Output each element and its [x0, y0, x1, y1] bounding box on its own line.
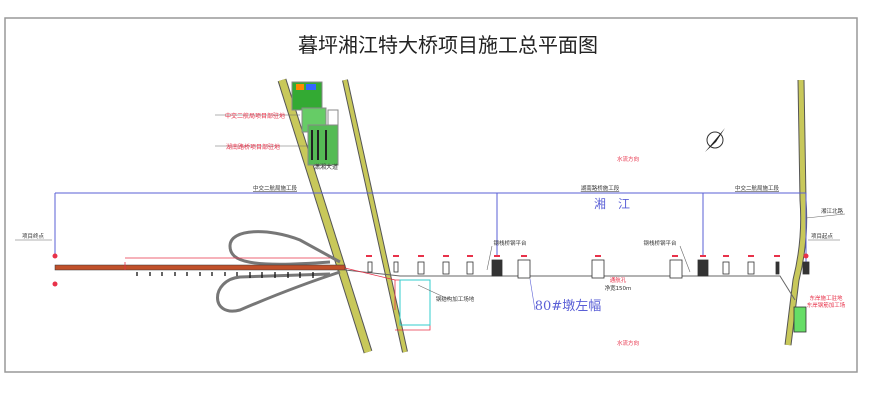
west-piers — [136, 272, 314, 278]
label-camp-cccc: 中交二航局项目部驻地 — [225, 112, 285, 120]
ramp-loop-south — [216, 270, 341, 313]
label-road-xiaoxiang: 潇湘大道 — [314, 163, 338, 171]
label-start-point: 项目起点 — [811, 233, 834, 240]
label-east-camp-2: 东岸钢筋加工场 — [807, 301, 846, 309]
diagram-title: 暮坪湘江特大桥项目施工总平面图 — [298, 33, 598, 57]
project-camp — [291, 81, 339, 166]
ramp-loop-north — [228, 230, 341, 266]
section-boundary-line — [54, 192, 807, 262]
label-end-point: 项目终点 — [22, 232, 45, 240]
river-piers — [367, 259, 810, 279]
pier-markers — [52, 253, 809, 287]
label-nav-width: 净宽150m — [605, 284, 632, 292]
label-flow-top: 水流方向 — [617, 155, 639, 163]
label-trestle-1: 钢栈桥钢平台 — [493, 239, 527, 247]
label-river: 湘 江 — [594, 196, 630, 211]
label-flow-bottom: 水流方向 — [617, 339, 639, 347]
road-right — [785, 79, 807, 346]
drawing-border — [4, 17, 858, 373]
bridge-deck-river — [344, 269, 796, 301]
north-arrow-icon — [705, 128, 725, 152]
label-nav-span: 通航孔 — [610, 276, 627, 284]
label-section-mid: 湖南路桥施工段 — [581, 184, 620, 192]
label-section-left: 中交二航局施工段 — [253, 184, 298, 192]
label-camp-hunan: 湖南路桥项目部驻地 — [226, 143, 280, 151]
bridge-deck-west — [54, 264, 346, 271]
road-xiaoxiang — [278, 78, 372, 354]
label-road-right: 湘江北路 — [821, 207, 844, 215]
east-camp — [793, 306, 807, 333]
label-trestle-2: 钢栈桥钢平台 — [643, 239, 677, 247]
label-east-camp-1: 东岸施工驻地 — [809, 294, 843, 302]
label-section-right: 中交二航局施工段 — [735, 184, 780, 192]
label-steel-yard: 钢结构加工场地 — [436, 295, 475, 303]
steel-yard — [399, 279, 431, 326]
label-pier-80: 80#墩左幅 — [535, 299, 601, 314]
